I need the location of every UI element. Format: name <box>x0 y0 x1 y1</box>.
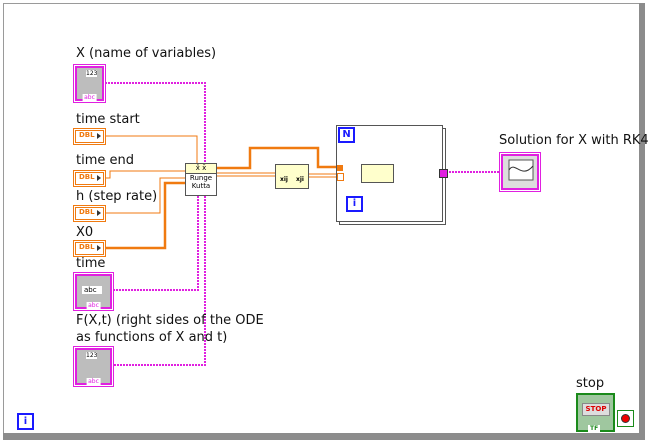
loop-count-terminal[interactable]: N <box>338 127 355 143</box>
type-tag: abc <box>82 94 97 101</box>
time-start-label: time start <box>76 112 140 127</box>
wire-time-array <box>216 146 336 170</box>
array-badge: 123 <box>86 352 98 359</box>
wire-x0 <box>104 181 185 250</box>
stop-button-control[interactable]: STOP TF <box>576 393 615 432</box>
f-label-line2: as functions of X and t) <box>76 330 228 345</box>
for-loop[interactable]: N i <box>336 125 448 222</box>
loop-condition-terminal[interactable] <box>617 410 634 427</box>
stop-if-true-icon <box>621 414 630 423</box>
input-tunnel-time <box>337 165 343 171</box>
wire-time-start <box>104 135 198 163</box>
x-names-label: X (name of variables) <box>76 46 217 61</box>
string-value: abc <box>82 286 102 294</box>
time-start-control[interactable]: DBL <box>75 130 104 143</box>
transpose-array-node[interactable]: xij xji <box>275 164 309 189</box>
array-badge: 123 <box>86 70 98 77</box>
type-tag: DBL <box>79 208 95 216</box>
type-tag: DBL <box>79 131 95 139</box>
time-end-control[interactable]: DBL <box>75 172 104 185</box>
diagram-frame <box>3 3 640 433</box>
solution-graph-indicator[interactable] <box>501 154 539 190</box>
type-tag: TF <box>588 425 601 432</box>
time-control[interactable]: abc abc <box>75 274 112 309</box>
x-names-control[interactable]: 123 abc <box>75 66 104 101</box>
h-control[interactable]: DBL <box>75 207 104 220</box>
wire-h <box>104 177 185 214</box>
wire-time-end <box>104 170 185 179</box>
stop-button-text: STOP <box>582 403 610 416</box>
iteration-terminal: i <box>346 196 363 212</box>
vertical-scrollbar[interactable] <box>639 3 645 440</box>
x0-control[interactable]: DBL <box>75 242 104 255</box>
input-tunnel-x <box>337 173 344 181</box>
wire-x-names <box>102 82 206 366</box>
output-tunnel <box>439 169 448 178</box>
stop-label: stop <box>576 376 605 391</box>
type-tag: DBL <box>79 173 95 181</box>
runge-kutta-subvi[interactable]: x̂ x̄ Runge Kutta <box>185 163 217 196</box>
index-build-node[interactable] <box>361 164 394 183</box>
type-tag: abc <box>86 302 101 309</box>
graph-icon <box>508 159 534 181</box>
type-tag: DBL <box>79 243 95 251</box>
time-label: time <box>76 256 106 271</box>
f-label-line1: F(X,t) (right sides of the ODE <box>76 313 264 328</box>
horizontal-scrollbar[interactable] <box>3 433 645 440</box>
f-control[interactable]: 123 abc <box>75 348 112 385</box>
time-end-label: time end <box>76 153 134 168</box>
info-icon: i <box>17 413 34 430</box>
transpose-out: xji <box>296 176 304 183</box>
subvi-label-1: Runge <box>189 174 213 182</box>
wire-time <box>110 194 199 291</box>
subvi-header: x̂ x̄ <box>186 164 216 174</box>
subvi-label-2: Kutta <box>191 182 211 190</box>
h-label: h (step rate) <box>76 189 158 204</box>
transpose-in: xij <box>280 176 288 183</box>
x0-label: X0 <box>76 225 94 240</box>
type-tag: abc <box>86 378 101 385</box>
solution-label: Solution for X with RK4 <box>499 133 649 148</box>
